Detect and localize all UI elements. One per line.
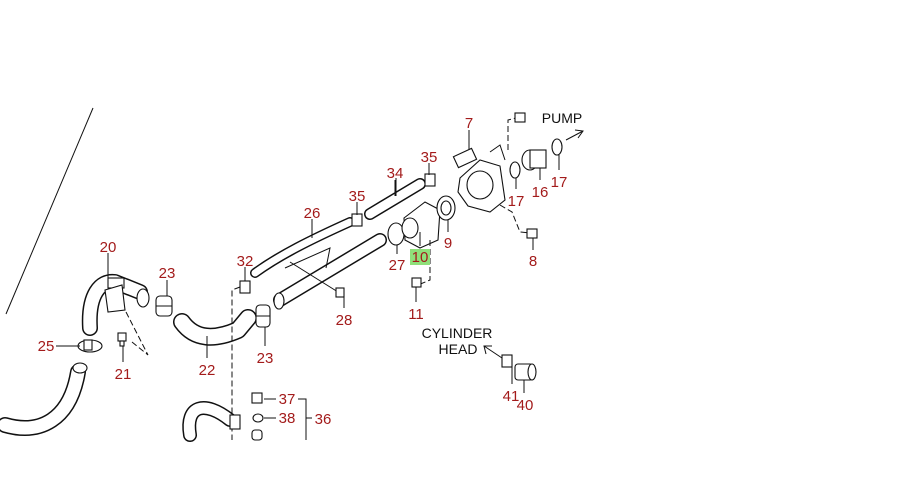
callout-27[interactable]: 27 bbox=[389, 257, 406, 274]
bolt-28 bbox=[335, 287, 345, 298]
callout-37[interactable]: 37 bbox=[279, 391, 296, 408]
bolt-8 bbox=[526, 228, 538, 239]
bottom-hose bbox=[182, 401, 241, 442]
callout-34[interactable]: 34 bbox=[387, 165, 404, 182]
frame-line bbox=[5, 107, 94, 315]
pipe-34 bbox=[364, 178, 426, 220]
callout-7[interactable]: 7 bbox=[465, 115, 473, 132]
oring-17a bbox=[551, 138, 563, 156]
hose-22 bbox=[173, 309, 257, 346]
leader-8 bbox=[499, 204, 531, 234]
clamp-32 bbox=[239, 280, 251, 294]
clamp-23b bbox=[255, 304, 271, 328]
clamp-35a bbox=[424, 173, 436, 187]
callout-40[interactable]: 40 bbox=[517, 397, 534, 414]
callout-41[interactable]: 41 bbox=[503, 388, 520, 405]
callout-35[interactable]: 35 bbox=[349, 188, 366, 205]
clamp-41 bbox=[501, 354, 513, 368]
callout-32[interactable]: 32 bbox=[237, 253, 254, 270]
callout-8[interactable]: 8 bbox=[529, 253, 537, 270]
callout-leaders bbox=[56, 130, 560, 393]
callout-9[interactable]: 9 bbox=[444, 235, 452, 252]
parts-36-group bbox=[251, 392, 312, 441]
housing-10 bbox=[401, 201, 441, 249]
part-20-elbow bbox=[81, 273, 150, 336]
callout-22[interactable]: 22 bbox=[199, 362, 216, 379]
cap-40 bbox=[514, 363, 537, 381]
clamp-35b bbox=[351, 213, 363, 227]
pump-housing-7 bbox=[452, 144, 506, 213]
callout-20[interactable]: 20 bbox=[100, 239, 117, 256]
pump-label: PUMP bbox=[542, 110, 582, 126]
callout-36[interactable]: 36 bbox=[315, 411, 332, 428]
cylinder-head-label-line2: HEAD bbox=[439, 341, 478, 357]
callout-10[interactable]: 10 bbox=[412, 249, 429, 266]
top-bolt bbox=[514, 112, 526, 123]
pump-arrow bbox=[565, 129, 584, 141]
leader-top-bolt bbox=[507, 117, 517, 150]
callout-25[interactable]: 25 bbox=[38, 338, 55, 355]
clamp-23a bbox=[155, 295, 173, 317]
callout-17[interactable]: 17 bbox=[551, 174, 568, 191]
leader-32 bbox=[231, 286, 241, 440]
clamp-25 bbox=[77, 339, 103, 353]
thermostat-9 bbox=[436, 195, 456, 221]
callout-21[interactable]: 21 bbox=[115, 366, 132, 383]
callout-23[interactable]: 23 bbox=[257, 350, 274, 367]
callout-16[interactable]: 16 bbox=[532, 184, 549, 201]
highlight-10 bbox=[410, 249, 430, 265]
callout-28[interactable]: 28 bbox=[336, 312, 353, 329]
callout-23[interactable]: 23 bbox=[159, 265, 176, 282]
oring-17b bbox=[509, 161, 521, 179]
callout-38[interactable]: 38 bbox=[279, 410, 296, 427]
pipe-26 bbox=[250, 217, 387, 310]
pipe-16 bbox=[521, 149, 547, 171]
cylinder-head-label-line1: CYLINDER bbox=[422, 325, 493, 341]
bolt-11 bbox=[411, 277, 422, 288]
lower-left-hose bbox=[0, 362, 88, 436]
callout-17[interactable]: 17 bbox=[508, 193, 525, 210]
callout-11[interactable]: 11 bbox=[408, 306, 424, 323]
cylinder-head-arrow bbox=[483, 345, 503, 359]
bolt-21 bbox=[117, 311, 149, 356]
callout-35[interactable]: 35 bbox=[421, 149, 438, 166]
callout-26[interactable]: 26 bbox=[304, 205, 321, 222]
